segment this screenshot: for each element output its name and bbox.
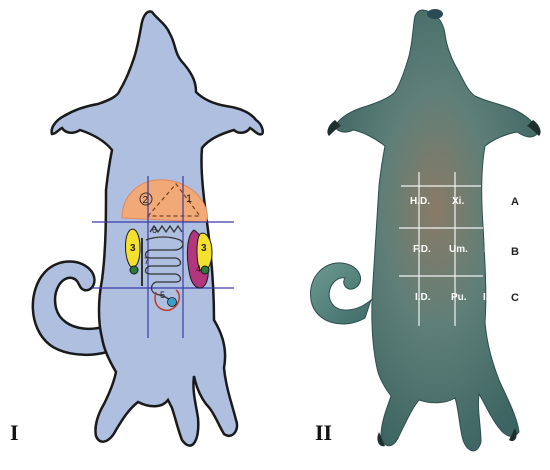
- photo-panel: H.D. Xi. H.I. F.D. Um. F.I. I.D. Pu. I.I…: [275, 0, 550, 470]
- left-green-dot: [130, 266, 138, 274]
- region-label-pu: Pu.: [451, 292, 467, 303]
- region-label-xi: Xi.: [452, 196, 464, 207]
- body: [52, 11, 263, 445]
- marker-3-right: 3: [201, 243, 207, 254]
- photo-tail: [310, 263, 371, 324]
- schematic-panel: 1 2 3 3 4 5 6 7 I: [0, 0, 275, 470]
- svg-text:3: 3: [201, 243, 207, 254]
- region-label-id: I.D.: [415, 292, 431, 303]
- region-label-fi: F.I.: [484, 244, 497, 255]
- marker-4: 4: [196, 264, 201, 274]
- svg-text:2: 2: [143, 195, 149, 206]
- region-label-fd: F.D.: [413, 244, 431, 255]
- row-label-a: A: [511, 196, 519, 208]
- marker-7: 7: [144, 256, 149, 266]
- svg-text:6: 6: [152, 225, 157, 235]
- photo-body: [335, 10, 537, 451]
- svg-text:4: 4: [196, 264, 201, 274]
- marker-1: 1: [186, 193, 192, 205]
- svg-text:1: 1: [186, 193, 192, 205]
- schematic-drawing: 1 2 3 3 4 5 6 7: [0, 0, 275, 470]
- region-label-hi: H.I.: [482, 196, 498, 207]
- region-label-hd: H.D.: [410, 196, 430, 207]
- bladder: [168, 298, 177, 307]
- marker-6: 6: [152, 225, 157, 235]
- marker-3-left: 3: [130, 243, 136, 254]
- svg-text:3: 3: [130, 243, 136, 254]
- svg-text:7: 7: [144, 256, 149, 266]
- marker-5: 5: [160, 290, 165, 300]
- row-label-b: B: [511, 246, 519, 258]
- right-green-dot: [201, 266, 209, 274]
- panel-label-i: I: [10, 420, 19, 446]
- panel-label-ii: II: [315, 420, 332, 446]
- photo-nose: [427, 9, 443, 19]
- row-label-c: C: [511, 292, 519, 304]
- svg-text:5: 5: [160, 290, 165, 300]
- photo-drawing: [275, 0, 550, 470]
- region-label-um: Um.: [449, 244, 468, 255]
- region-label-ii: I.I.: [483, 292, 494, 303]
